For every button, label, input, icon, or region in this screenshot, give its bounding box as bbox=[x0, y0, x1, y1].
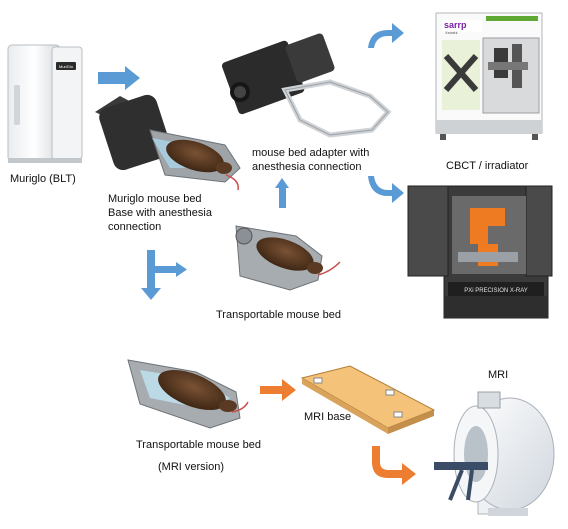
muriglo-mouse-bed-image bbox=[95, 94, 241, 191]
mri-base-image bbox=[300, 365, 436, 434]
label-transportable-bed-mri-2: (MRI version) bbox=[158, 461, 225, 473]
label-adapter-2: anesthesia connection bbox=[252, 161, 362, 173]
pxi-panel-text: PXi PRECISION X-RAY bbox=[464, 288, 528, 294]
pxi-irradiator-image: PXi PRECISION X-RAY bbox=[407, 185, 553, 319]
arrow-base-to-mri bbox=[372, 446, 416, 485]
adapter-image bbox=[222, 33, 392, 138]
label-muriglo-bed-3: connection bbox=[108, 221, 162, 233]
label-transportable-bed-mri-1: Transportable mouse bed bbox=[136, 439, 261, 451]
arrow-bed-split bbox=[141, 250, 187, 300]
label-mri-base: MRI base bbox=[304, 411, 352, 423]
label-mri: MRI bbox=[488, 369, 509, 381]
arrow-to-pxi bbox=[368, 176, 404, 203]
transportable-bed-image bbox=[235, 225, 341, 291]
sarrp-brand: sarrp bbox=[444, 20, 467, 30]
label-transportable-bed: Transportable mouse bed bbox=[216, 309, 341, 321]
arrow-bed-to-mri-base bbox=[260, 379, 296, 401]
muriglo-device-image: MuriGlo bbox=[7, 44, 83, 163]
arrow-up-to-adapter bbox=[275, 178, 289, 208]
mri-scanner-image bbox=[434, 391, 555, 516]
label-muriglo-bed-2: Base with anesthesia bbox=[108, 207, 212, 219]
sarrp-sub: Xstrahl bbox=[445, 30, 458, 35]
label-cbct: CBCT / irradiator bbox=[446, 160, 529, 172]
label-muriglo: Muriglo (BLT) bbox=[10, 173, 76, 185]
label-muriglo-bed-1: Muriglo mouse bed bbox=[108, 193, 202, 205]
sarrp-cbct-image: sarrp Xstrahl bbox=[435, 12, 543, 140]
label-adapter-1: mouse bed adapter with bbox=[252, 147, 370, 159]
arrow-muriglo-to-bed bbox=[98, 66, 140, 90]
muriglo-badge: MuriGlo bbox=[59, 64, 74, 69]
transportable-bed-mri-image bbox=[127, 359, 249, 429]
arrow-to-sarrp bbox=[368, 23, 404, 48]
